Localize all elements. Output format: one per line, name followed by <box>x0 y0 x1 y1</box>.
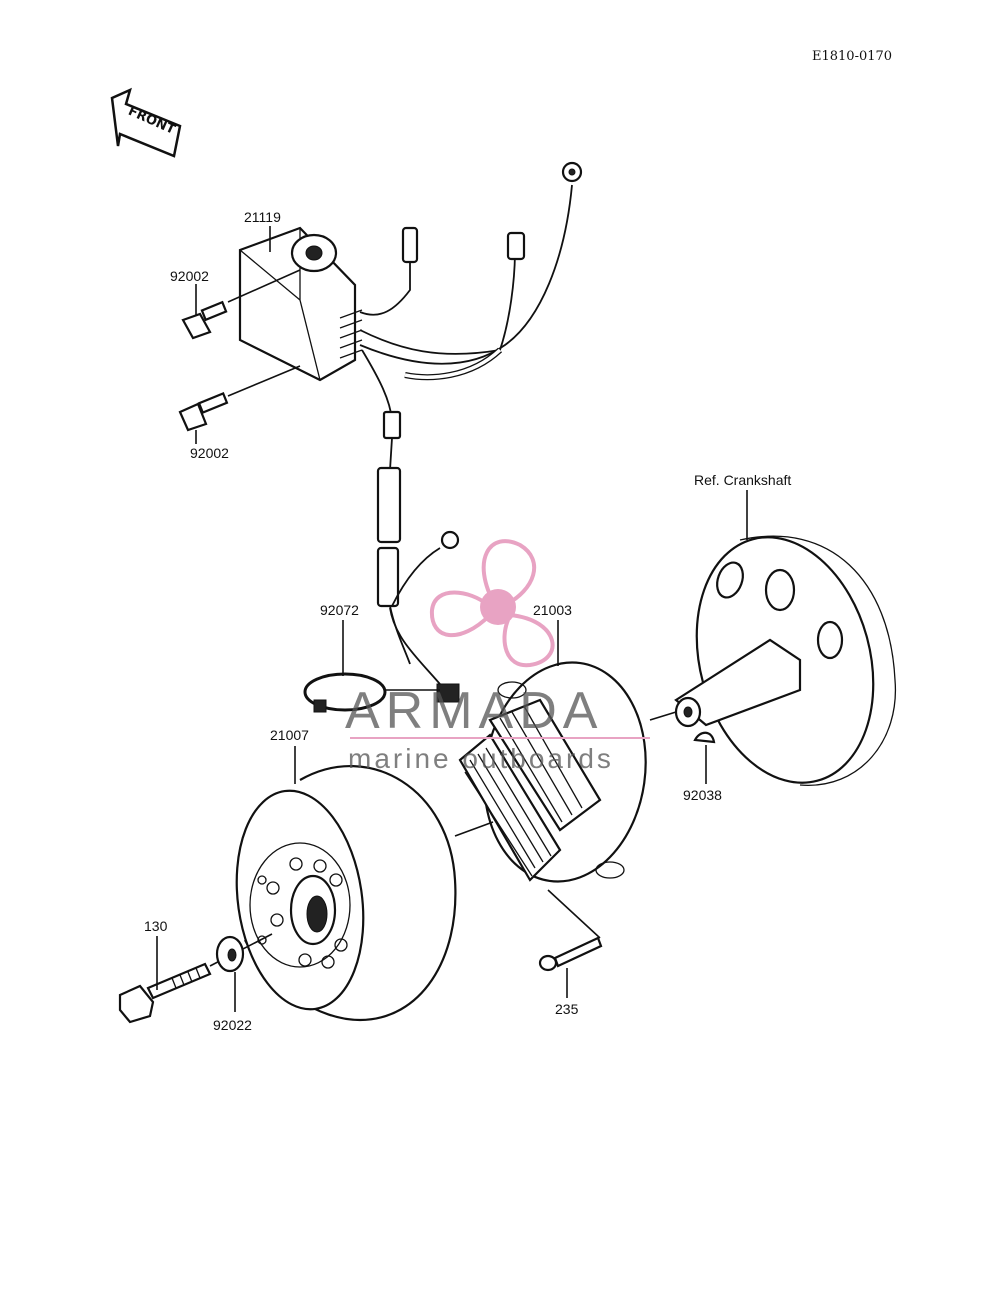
cdi-unit <box>238 226 363 382</box>
callout-92022: 92022 <box>213 1017 252 1033</box>
crankshaft <box>649 535 897 786</box>
callout-21003: 21003 <box>533 602 572 618</box>
callout-92002-lower: 92002 <box>190 445 229 461</box>
watermark-brand: ARMADA <box>345 682 603 740</box>
washer <box>215 935 245 973</box>
flywheel-bolt <box>118 933 273 1024</box>
wiring-harness <box>359 161 583 703</box>
callout-235: 235 <box>555 1001 579 1017</box>
callout-92038: 92038 <box>683 787 722 803</box>
callout-130: 130 <box>144 918 168 934</box>
drawing-code: E1810-0170 <box>812 49 892 64</box>
propeller-logo-icon <box>429 539 555 668</box>
callout-92002-upper: 92002 <box>170 268 209 284</box>
bolt-lower <box>178 365 301 432</box>
woodruff-key <box>693 731 716 744</box>
watermark: ARMADA marine outboards <box>345 539 650 774</box>
stator-assembly <box>458 661 647 883</box>
stator-screw <box>538 889 603 972</box>
callout-21119: 21119 <box>244 209 281 225</box>
clamp-band <box>303 672 440 713</box>
callout-21007: 21007 <box>270 727 309 743</box>
callout-92072: 92072 <box>320 602 359 618</box>
watermark-tagline: marine outboards <box>348 743 614 774</box>
flywheel <box>235 764 494 1022</box>
leader-lines <box>156 226 748 1012</box>
reference-crankshaft: Ref. Crankshaft <box>694 472 791 488</box>
front-arrow-icon: FRONT <box>110 87 182 158</box>
bolt-upper <box>181 269 301 340</box>
